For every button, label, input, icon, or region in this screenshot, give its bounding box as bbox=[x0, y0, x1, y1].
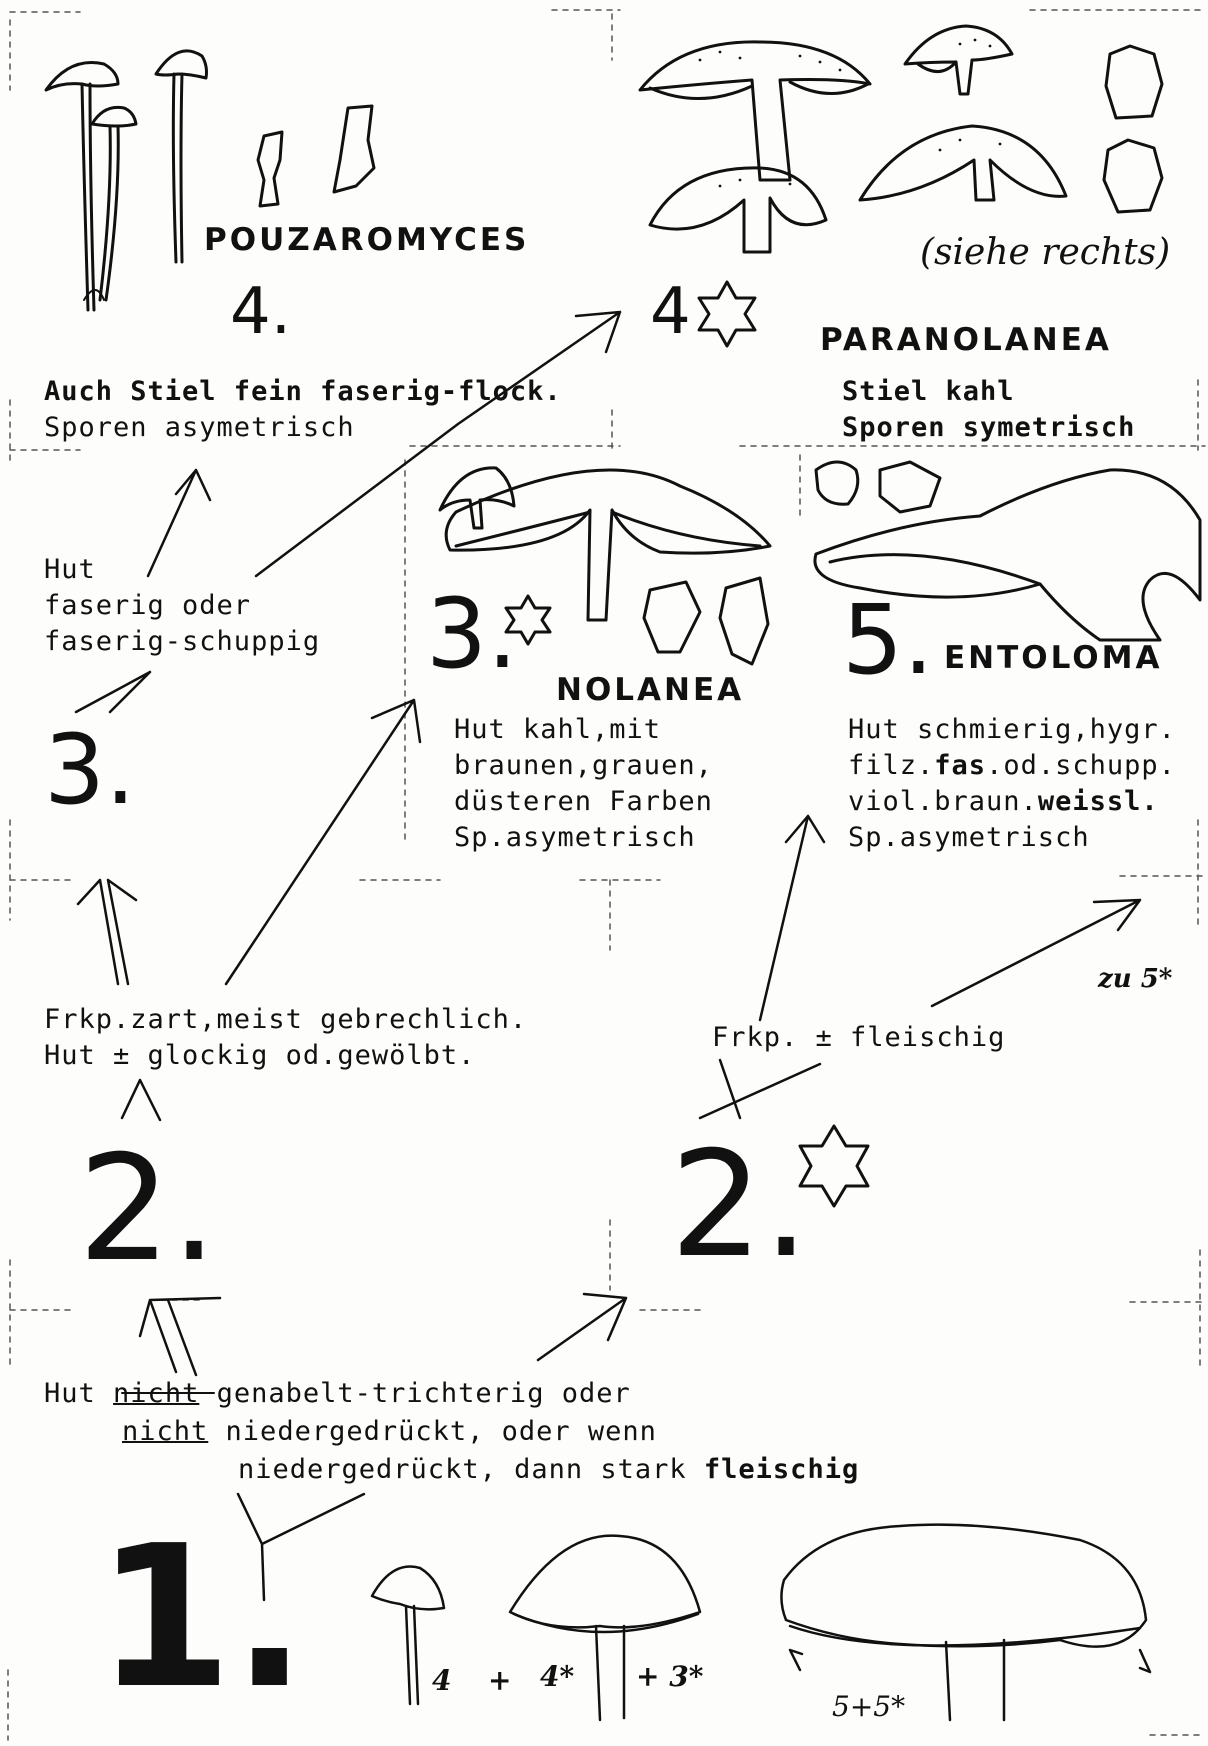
step-number-5: 5. bbox=[842, 592, 934, 688]
step-number-2: 2. bbox=[78, 1136, 217, 1282]
couplet-4-line2: Sporen asymetrisch bbox=[44, 410, 355, 445]
figure-label-4-star: 4* bbox=[540, 1660, 574, 1693]
step-number-2-star: 2. bbox=[670, 1132, 809, 1278]
couplet-3-star-line3: düsteren Farben bbox=[454, 784, 713, 819]
couplet-3-star-line4: Sp.asymetrisch bbox=[454, 820, 696, 855]
figure-label-5-5-star: 5+5* bbox=[832, 1690, 905, 1723]
step-number-1: 1. bbox=[96, 1520, 307, 1716]
paranolanea-section-illustrations bbox=[640, 26, 1162, 252]
couplet-5-line3-a: viol.braun. bbox=[848, 786, 1038, 817]
genus-entoloma: ENTOLOMA bbox=[944, 640, 1162, 676]
couplet-5-line2-c: .od.schupp. bbox=[986, 750, 1176, 781]
couplet-5-line2-a: filz. bbox=[848, 750, 934, 781]
couplet-1-line1-c: genabelt-trichterig oder bbox=[217, 1378, 631, 1409]
couplet-1-line1-b: nicht bbox=[113, 1378, 199, 1409]
couplet-5-line3: viol.braun.weissl. bbox=[848, 784, 1159, 819]
couplet-1-line2: nicht niedergedrückt, oder wenn bbox=[122, 1414, 657, 1449]
couplet-3-line1: Hut bbox=[44, 552, 96, 587]
couplet-2-line1: Frkp.zart,meist gebrechlich. bbox=[44, 1002, 527, 1037]
couplet-5-line2: filz.fas.od.schupp. bbox=[848, 748, 1176, 783]
pouzaromyces-mushroom-illustration bbox=[46, 51, 207, 310]
couplet-1-line1-a: Hut bbox=[44, 1378, 96, 1409]
couplet-1-line1: Hut nicht genabelt-trichterig oder bbox=[44, 1376, 631, 1411]
couplet-3-line2: faserig oder bbox=[44, 588, 251, 623]
couplet-3-star-line1: Hut kahl,mit bbox=[454, 712, 661, 747]
couplet-1-line3-b: fleischig bbox=[704, 1454, 859, 1485]
genus-paranolanea: PARANOLANEA bbox=[820, 322, 1112, 358]
couplet-2-line2: Hut ± glockig od.gewölbt. bbox=[44, 1038, 475, 1073]
pouzaromyces-spore-drawing bbox=[258, 106, 374, 206]
step-number-4-star: 4 bbox=[650, 280, 691, 344]
couplet-4-star-line1: Stiel kahl bbox=[842, 374, 1015, 409]
step-number-3: 3. bbox=[44, 722, 136, 818]
step-number-4: 4. bbox=[230, 280, 291, 344]
couplet-5-line2-b: fas bbox=[934, 750, 986, 781]
couplet-5-line3-b: weissl. bbox=[1038, 786, 1159, 817]
figure-label-4: 4 bbox=[432, 1664, 451, 1697]
figure-label-plus: + bbox=[488, 1664, 511, 1697]
couplet-1-line3-a: niedergedrückt, dann stark bbox=[238, 1454, 687, 1485]
couplet-5-line1: Hut schmierig,hygr. bbox=[848, 712, 1176, 747]
couplet-1-line2-a: nicht bbox=[122, 1416, 208, 1447]
couplet-2-star-line1: Frkp. ± fleischig bbox=[712, 1020, 1005, 1055]
couplet-5-line4: Sp.asymetrisch bbox=[848, 820, 1090, 855]
couplet-1-line3: niedergedrückt, dann stark fleischig bbox=[238, 1452, 859, 1487]
genus-nolanea: NOLANEA bbox=[556, 672, 744, 708]
couplet-1-line2-b: niedergedrückt, oder wenn bbox=[226, 1416, 657, 1447]
couplet-3-star-line2: braunen,grauen, bbox=[454, 748, 713, 783]
couplet-3-line3: faserig-schuppig bbox=[44, 624, 320, 659]
step-number-3-star: 3. bbox=[426, 586, 518, 682]
couplet-4-line1: Auch Stiel fein faserig-flock. bbox=[44, 374, 562, 409]
genus-pouzaromyces: POUZAROMYCES bbox=[204, 222, 529, 258]
couplet-4-star-line2: Sporen symetrisch bbox=[842, 410, 1135, 445]
figure-label-3-star: + 3* bbox=[636, 1660, 703, 1693]
note-siehe-rechts: (siehe rechts) bbox=[920, 232, 1170, 273]
note-zu-5-star: zu 5* bbox=[1098, 964, 1172, 994]
